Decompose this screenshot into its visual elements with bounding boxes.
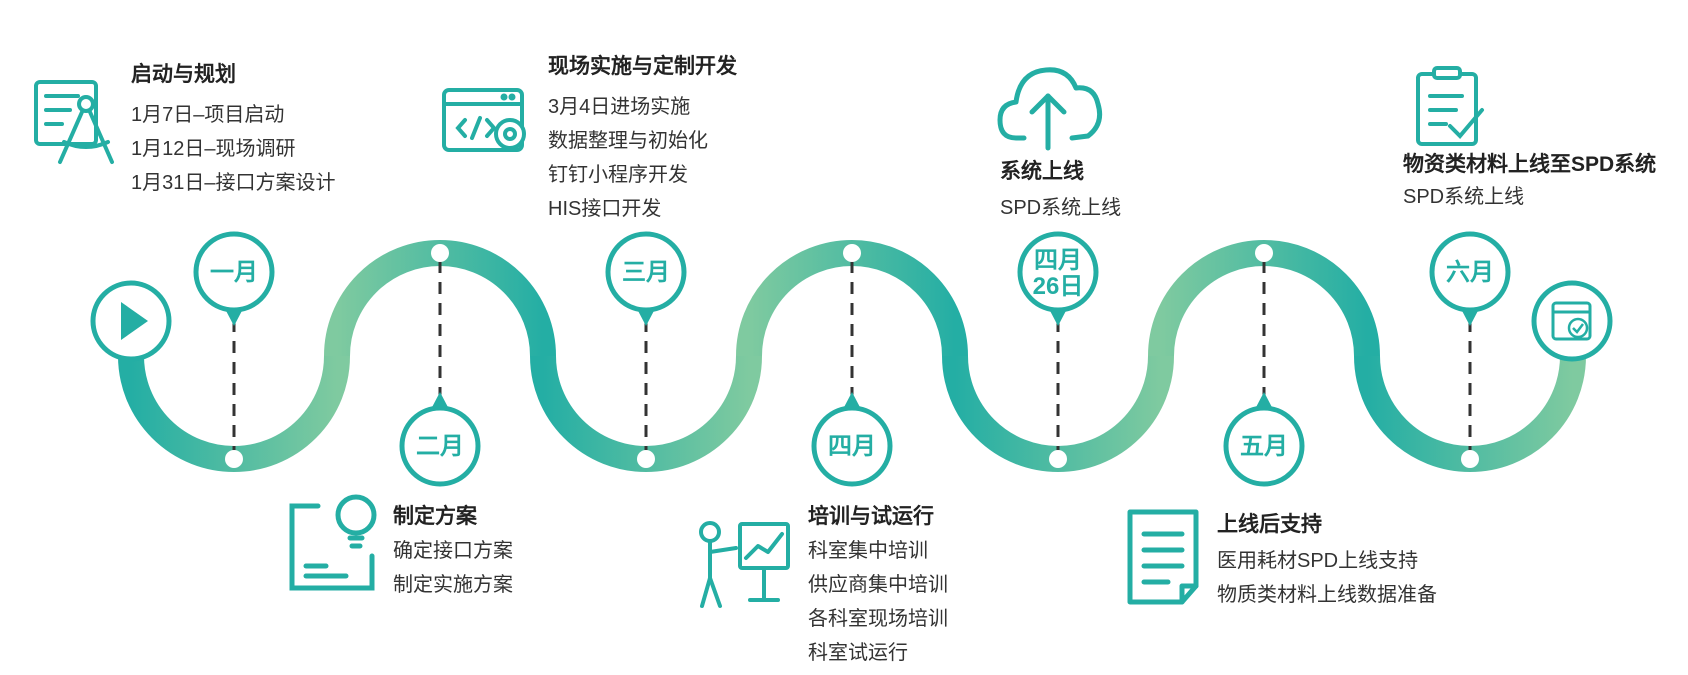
milestone-title: 物资类材料上线至SPD系统 [1403, 153, 1657, 176]
drafting-compass-icon [34, 80, 114, 164]
milestone-item: SPD系统上线 [1000, 197, 1122, 219]
month-label: 二月 [416, 433, 464, 460]
milestone-4-details: 培训与试运行 科室集中培训 供应商集中培训 各科室现场培训 科室试运行 [808, 500, 948, 670]
presenter-chart-icon [699, 521, 790, 608]
lightbulb-plan-icon [289, 494, 377, 591]
month-label: 五月 [1240, 433, 1288, 460]
milestone-item: SPD系统上线 [1403, 186, 1525, 208]
milestone-title: 培训与试运行 [808, 505, 934, 528]
play-icon [90, 280, 172, 362]
milestone-item: 1月12日–现场调研 [131, 138, 296, 160]
milestone-item: 数据整理与初始化 [548, 130, 708, 152]
month-pin [193, 231, 275, 313]
milestone-item: 科室试运行 [808, 642, 908, 664]
milestone-item: 各科室现场培训 [808, 608, 948, 630]
milestone-item: 1月31日–接口方案设计 [131, 172, 336, 194]
milestone-7-details: 物资类材料上线至SPD系统 SPD系统上线 [1403, 148, 1656, 214]
month-pin [1223, 405, 1305, 487]
timeline-node [637, 450, 655, 468]
document-icon [1127, 509, 1199, 605]
clipboard-check-icon [1416, 66, 1484, 146]
milestone-item: 确定接口方案 [393, 540, 513, 562]
timeline-node [843, 244, 861, 262]
milestone-item: 1月7日–项目启动 [131, 104, 285, 126]
month-label: 一月 [210, 259, 258, 286]
milestone-3-details: 现场实施与定制开发 3月4日进场实施 数据整理与初始化 钉钉小程序开发 HIS接… [548, 50, 737, 226]
milestone-2-details: 制定方案 确定接口方案 制定实施方案 [393, 500, 513, 602]
month-pin [1429, 231, 1511, 313]
timeline-node [1255, 244, 1273, 262]
milestone-item: 医用耗材SPD上线支持 [1217, 550, 1419, 572]
milestone-title: 制定方案 [393, 505, 477, 528]
milestone-title: 系统上线 [1000, 160, 1084, 183]
milestone-1-details: 启动与规划 1月7日–项目启动 1月12日–现场调研 1月31日–接口方案设计 [131, 58, 336, 200]
month-pin [399, 405, 481, 487]
milestone-title: 上线后支持 [1217, 513, 1322, 536]
milestone-item: HIS接口开发 [548, 198, 662, 220]
milestone-6-details: 上线后支持 医用耗材SPD上线支持 物质类材料上线数据准备 [1217, 508, 1437, 612]
month-pin [605, 231, 687, 313]
timeline-node [1461, 450, 1479, 468]
timeline-node [431, 244, 449, 262]
milestone-item: 制定实施方案 [393, 574, 513, 596]
month-label: 三月 [622, 259, 670, 286]
milestone-title: 现场实施与定制开发 [548, 55, 737, 78]
timeline-node [225, 450, 243, 468]
timeline-connectors [232, 261, 1472, 451]
milestone-item: 科室集中培训 [808, 540, 928, 562]
month-pin [1017, 231, 1099, 313]
month-pin [811, 405, 893, 487]
milestone-item: 3月4日进场实施 [548, 96, 691, 118]
code-settings-icon [442, 88, 526, 152]
milestone-item: 物质类材料上线数据准备 [1217, 584, 1437, 606]
milestone-item: 钉钉小程序开发 [548, 164, 688, 186]
month-label: 四月 [828, 433, 876, 460]
milestone-title: 启动与规划 [131, 63, 236, 86]
milestone-5-details: 系统上线 SPD系统上线 [1000, 155, 1121, 225]
month-label: 六月 [1446, 259, 1494, 286]
cloud-upload-icon [997, 67, 1103, 151]
calendar-check-icon [1531, 280, 1613, 362]
timeline-node [1049, 450, 1067, 468]
milestone-item: 供应商集中培训 [808, 574, 948, 596]
